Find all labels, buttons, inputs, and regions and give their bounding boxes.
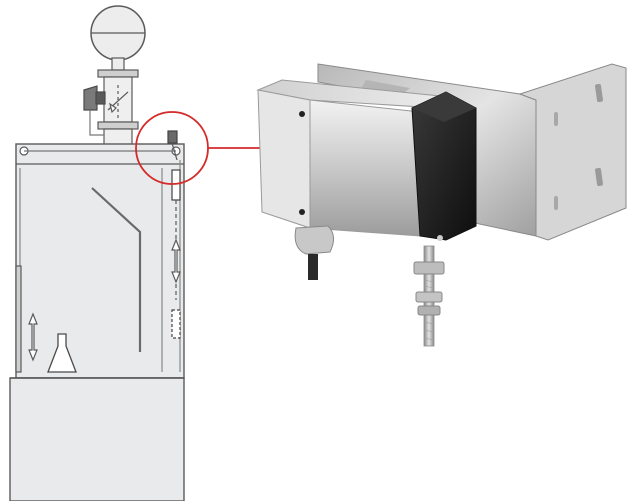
baffle <box>91 187 142 352</box>
cabinet-base <box>9 377 185 501</box>
cabinet-upper <box>15 143 185 379</box>
fume-hood-schematic <box>9 5 185 501</box>
up-down-arrow-icon-left <box>28 312 38 362</box>
erlenmeyer-flask-icon <box>47 333 77 373</box>
up-down-arrow-icon <box>171 238 181 284</box>
damper-actuator-icon <box>83 85 106 136</box>
sash-switch-photo <box>256 63 627 347</box>
